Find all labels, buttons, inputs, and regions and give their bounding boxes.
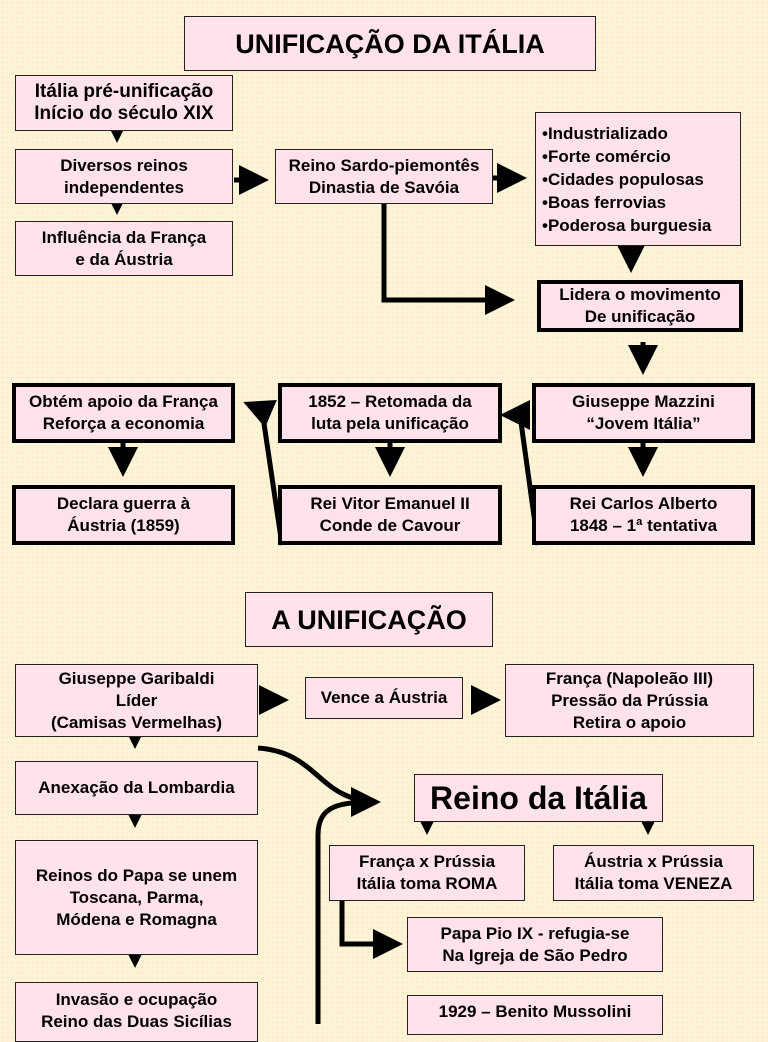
war-box: Declara guerra à Áustria (1859) (12, 485, 235, 545)
mussolini-text: 1929 – Benito Mussolini (438, 1002, 632, 1021)
war-line-2: Áustria (1859) (67, 516, 180, 535)
lombardy-box: Anexação da Lombardia (15, 761, 258, 815)
papal-states-line-1: Reinos do Papa se unem (35, 865, 238, 885)
leads-line-2: De unificação (584, 307, 696, 326)
resumed-line-2: luta pela unificação (311, 414, 469, 433)
features-box: •Industrializado •Forte comércio •Cidade… (535, 112, 741, 246)
mazzini-box: Giuseppe Mazzini “Jovem Itália” (532, 383, 755, 443)
kingdom-italy-text: Reino da Itália (430, 780, 647, 816)
bracket-to-kingdom (257, 745, 376, 1024)
sardinia-box: Reino Sardo-piemontês Dinastia de Savóia (275, 149, 493, 204)
france-napoleon-line-1: França (Napoleão III) (545, 668, 714, 688)
two-sicilies-line-2: Reino das Duas Sicílias (41, 1012, 232, 1031)
influence-line-1: Influência da França (41, 227, 207, 247)
mazzini-line-1: Giuseppe Mazzini (572, 392, 715, 411)
france-support-box: Obtém apoio da França Reforça a economia (12, 383, 235, 443)
feature-4: •Boas ferrovias (542, 192, 667, 212)
feature-2: •Forte comércio (542, 146, 671, 166)
carlos-alberto-line-2: 1848 – 1ª tentativa (569, 516, 718, 535)
vitor-emanuel-line-1: Rei Vitor Emanuel II (310, 494, 470, 513)
pope-box: Papa Pio IX - refugia-se Na Igreja de Sã… (407, 917, 663, 972)
austria-prussia-line-2: Itália toma VENEZA (574, 874, 733, 893)
influence-line-2: e da Áustria (75, 249, 173, 269)
section-title: A UNIFICAÇÃO (245, 592, 493, 647)
france-napoleon-box: França (Napoleão III) Pressão da Prússia… (505, 664, 754, 737)
arrow-france-prussia-to-pope (339, 901, 403, 959)
papal-states-box: Reinos do Papa se unem Toscana, Parma, M… (15, 840, 258, 955)
garibaldi-line-3: (Camisas Vermelhas) (50, 712, 223, 732)
main-title: UNIFICAÇÃO DA ITÁLIA (184, 16, 596, 71)
leads-box: Lidera o movimento De unificação (537, 280, 743, 332)
mussolini-box: 1929 – Benito Mussolini (407, 995, 663, 1035)
main-title-text: UNIFICAÇÃO DA ITÁLIA (235, 28, 545, 59)
pre-unification-line-1: Itália pré-unificação (34, 81, 214, 102)
garibaldi-line-1: Giuseppe Garibaldi (58, 668, 215, 688)
kingdoms-line-1: Diversos reinos (60, 155, 188, 175)
feature-3: •Cidades populosas (542, 169, 704, 189)
sardinia-line-2: Dinastia de Savóia (308, 177, 460, 197)
kingdom-italy-box: Reino da Itália (414, 774, 663, 822)
france-napoleon-line-2: Pressão da Prússia (551, 690, 708, 710)
garibaldi-box: Giuseppe Garibaldi Líder (Camisas Vermel… (15, 664, 258, 737)
france-support-line-2: Reforça a economia (42, 414, 205, 433)
war-line-1: Declara guerra à (56, 494, 191, 513)
france-prussia-box: França x Prússia Itália toma ROMA (329, 845, 525, 901)
pope-line-1: Papa Pio IX - refugia-se (440, 923, 630, 943)
two-sicilies-box: Invasão e ocupação Reino das Duas Sicíli… (15, 982, 258, 1042)
lombardy-text: Anexação da Lombardia (38, 778, 235, 797)
defeats-austria-text: Vence a Áustria (320, 688, 448, 707)
austria-prussia-line-1: Áustria x Prússia (584, 852, 723, 871)
papal-states-line-3: Módena e Romagna (56, 909, 217, 929)
section-title-text: A UNIFICAÇÃO (271, 604, 467, 635)
mazzini-line-2: “Jovem Itália” (586, 414, 701, 433)
carlos-alberto-line-1: Rei Carlos Alberto (569, 494, 718, 513)
feature-1: •Industrializado (542, 123, 668, 143)
pope-line-2: Na Igreja de São Pedro (442, 945, 628, 965)
vitor-emanuel-line-2: Conde de Cavour (319, 516, 461, 535)
vitor-emanuel-box: Rei Vitor Emanuel II Conde de Cavour (278, 485, 502, 545)
austria-prussia-box: Áustria x Prússia Itália toma VENEZA (553, 845, 754, 901)
kingdoms-box: Diversos reinos independentes (15, 149, 233, 204)
france-napoleon-line-3: Retira o apoio (572, 712, 687, 732)
kingdoms-line-2: independentes (64, 177, 184, 197)
carlos-alberto-box: Rei Carlos Alberto 1848 – 1ª tentativa (532, 485, 755, 545)
pre-unification-box: Itália pré-unificação Início do século X… (15, 75, 233, 131)
leads-line-1: Lidera o movimento (559, 285, 721, 304)
two-sicilies-line-1: Invasão e ocupação (55, 990, 218, 1009)
papal-states-line-2: Toscana, Parma, (69, 887, 204, 907)
resumed-box: 1852 – Retomada da luta pela unificação (278, 383, 502, 443)
arrow-vitor-to-france (243, 400, 285, 546)
france-support-line-1: Obtém apoio da França (29, 392, 218, 411)
defeats-austria-box: Vence a Áustria (305, 677, 463, 719)
france-prussia-line-1: França x Prússia (358, 852, 496, 871)
influence-box: Influência da França e da Áustria (15, 221, 233, 276)
resumed-line-1: 1852 – Retomada da (308, 392, 472, 411)
feature-5: •Poderosa burguesia (542, 215, 712, 235)
france-prussia-line-2: Itália toma ROMA (356, 874, 498, 893)
sardinia-line-1: Reino Sardo-piemontês (288, 155, 480, 175)
pre-unification-line-2: Início do século XIX (34, 103, 214, 124)
garibaldi-line-2: Líder (115, 690, 158, 710)
arrow-sardinia-to-leads (381, 204, 515, 315)
